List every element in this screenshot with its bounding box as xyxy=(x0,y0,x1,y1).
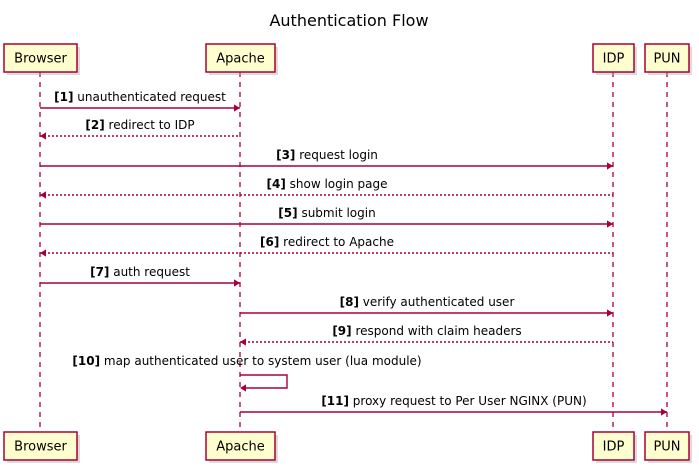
participant-label: Browser xyxy=(14,440,67,455)
message-sequence: [3] xyxy=(276,148,295,162)
message-text: unauthenticated request xyxy=(73,90,226,104)
message-6[interactable]: [6] redirect to Apache xyxy=(40,235,613,257)
message-sequence: [8] xyxy=(340,295,359,309)
message-label: [2] redirect to IDP xyxy=(85,118,194,132)
participant-browser-top[interactable]: Browser xyxy=(3,43,80,75)
participant-label: IDP xyxy=(603,52,625,67)
message-label: [4] show login page xyxy=(267,177,388,191)
arrow-head xyxy=(40,249,46,257)
message-sequence: [1] xyxy=(54,90,73,104)
message-text: request login xyxy=(295,148,377,162)
message-text: show login page xyxy=(286,177,388,191)
arrow-head xyxy=(607,162,613,170)
message-9[interactable]: [9] respond with claim headers xyxy=(240,324,613,346)
arrow-head xyxy=(234,104,240,112)
message-text: submit login xyxy=(298,206,376,220)
arrow-head xyxy=(240,384,246,392)
message-text: verify authenticated user xyxy=(359,295,515,309)
participant-box xyxy=(205,43,276,73)
arrow-head xyxy=(240,338,246,346)
arrow-head xyxy=(607,309,613,317)
message-sequence: [11] xyxy=(321,394,349,408)
message-sequence: [4] xyxy=(267,177,286,191)
message-8[interactable]: [8] verify authenticated user xyxy=(240,295,613,317)
message-label: [5] submit login xyxy=(278,206,375,220)
message-label: [7] auth request xyxy=(90,265,190,279)
participant-label: Apache xyxy=(216,52,265,67)
arrow-head xyxy=(234,279,240,287)
message-label: [10] map authenticated user to system us… xyxy=(72,354,421,368)
message-label: [1] unauthenticated request xyxy=(54,90,226,104)
message-label: [11] proxy request to Per User NGINX (PU… xyxy=(321,394,586,408)
message-sequence: [6] xyxy=(260,235,279,249)
participant-apache-top[interactable]: Apache xyxy=(205,43,278,75)
participant-idp-top[interactable]: IDP xyxy=(592,43,637,75)
participant-label: IDP xyxy=(603,440,625,455)
participant-label: Browser xyxy=(14,52,67,67)
diagram-title: Authentication Flow xyxy=(269,11,428,30)
message-text: proxy request to Per User NGINX (PUN) xyxy=(349,394,587,408)
message-3[interactable]: [3] request login xyxy=(40,148,613,170)
message-sequence: [7] xyxy=(90,265,109,279)
message-label: [8] verify authenticated user xyxy=(340,295,515,309)
message-5[interactable]: [5] submit login xyxy=(40,206,613,228)
message-11[interactable]: [11] proxy request to Per User NGINX (PU… xyxy=(240,394,667,416)
message-text: auth request xyxy=(109,265,190,279)
arrow-head xyxy=(607,220,613,228)
message-sequence: [9] xyxy=(332,324,351,338)
message-label: [3] request login xyxy=(276,148,378,162)
participant-label: PUN xyxy=(653,52,680,67)
participant-label: Apache xyxy=(216,440,265,455)
participant-box xyxy=(205,431,276,461)
participant-idp-bottom[interactable]: IDP xyxy=(592,431,637,463)
message-4[interactable]: [4] show login page xyxy=(40,177,613,199)
message-label: [6] redirect to Apache xyxy=(260,235,394,249)
message-text: redirect to IDP xyxy=(105,118,195,132)
participant-box xyxy=(592,431,635,461)
message-sequence: [2] xyxy=(85,118,104,132)
message-text: map authenticated user to system user (l… xyxy=(100,354,422,368)
message-path xyxy=(240,374,288,389)
message-text: respond with claim headers xyxy=(352,324,522,338)
message-7[interactable]: [7] auth request xyxy=(40,265,240,287)
participant-pun-top[interactable]: PUN xyxy=(644,43,692,75)
message-1[interactable]: [1] unauthenticated request xyxy=(40,90,240,112)
message-sequence: [10] xyxy=(72,354,100,368)
participant-pun-bottom[interactable]: PUN xyxy=(644,431,692,463)
message-2[interactable]: [2] redirect to IDP xyxy=(40,118,240,140)
participant-box xyxy=(592,43,635,73)
participant-box xyxy=(644,431,690,461)
arrow-head xyxy=(661,408,667,416)
participant-apache-bottom[interactable]: Apache xyxy=(205,431,278,463)
arrow-head xyxy=(40,132,46,140)
participant-box xyxy=(3,43,78,73)
participant-browser-bottom[interactable]: Browser xyxy=(3,431,80,463)
participant-label: PUN xyxy=(653,440,680,455)
participant-box xyxy=(3,431,78,461)
participant-box xyxy=(644,43,690,73)
message-label: [9] respond with claim headers xyxy=(332,324,521,338)
arrow-head xyxy=(40,191,46,199)
message-10[interactable]: [10] map authenticated user to system us… xyxy=(72,354,422,392)
message-text: redirect to Apache xyxy=(279,235,394,249)
message-sequence: [5] xyxy=(278,206,297,220)
